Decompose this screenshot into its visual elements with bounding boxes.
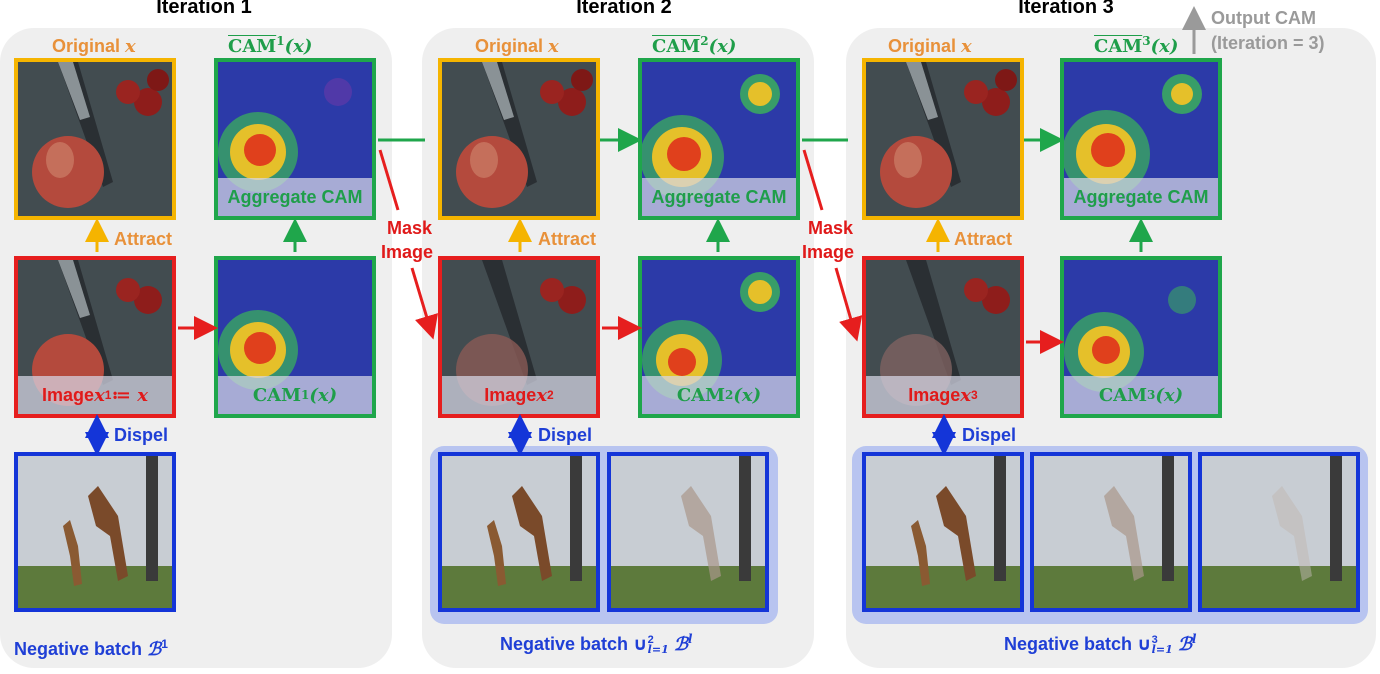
mask-image-label-2a: Mask (387, 218, 433, 238)
attract-label-3: Attract (954, 229, 1013, 249)
negative-image-3b (1030, 452, 1192, 612)
negative-image-3c (1198, 452, 1360, 612)
apple-knife-tomatoes-photo (442, 62, 596, 216)
dispel-label-1: Dispel (114, 425, 169, 445)
mask-image-label-2b: Image (381, 242, 434, 262)
mask-arrow-3-upper (802, 149, 824, 211)
output-cam-line2: (Iteration = 3) (1211, 33, 1325, 53)
giraffe-photo (442, 456, 596, 608)
original-image-3 (862, 58, 1024, 220)
giraffe-photo (1034, 456, 1188, 608)
mask-arrow-2-lower (410, 267, 439, 340)
giraffe-photo (611, 456, 765, 608)
iteration-2-title: Iteration 2 (576, 0, 672, 18)
original-x-label-2: Original x (475, 36, 559, 57)
aggregate-cam-band-3: Aggregate CAM (1064, 178, 1218, 216)
aggregate-cam-image-1: Aggregate CAM (214, 58, 376, 220)
giraffe-photo (18, 456, 172, 608)
apple-knife-tomatoes-photo (18, 62, 172, 216)
negative-image-1 (14, 452, 176, 612)
output-cam-line1: Output CAM (1211, 8, 1316, 28)
mask-arrow-3-lower (834, 267, 863, 342)
attract-label-2: Attract (538, 229, 597, 249)
dispel-label-3: Dispel (962, 425, 1017, 445)
agg-cam-label-3: CAM3(x) (1094, 34, 1179, 57)
agg-cam-label-1: CAM1(x) (228, 34, 313, 57)
giraffe-photo (1202, 456, 1356, 608)
original-image-1 (14, 58, 176, 220)
apple-knife-tomatoes-photo (866, 62, 1020, 216)
original-x-label-1: Original x (52, 36, 136, 57)
dispel-label-2: Dispel (538, 425, 593, 445)
aggregate-cam-band-1: Aggregate CAM (218, 178, 372, 216)
negative-image-2a (438, 452, 600, 612)
negative-image-2b (607, 452, 769, 612)
aggregate-cam-band-2: Aggregate CAM (642, 178, 796, 216)
iteration-3-title: Iteration 3 (1018, 0, 1114, 18)
iteration-1-title: Iteration 1 (156, 0, 252, 18)
negative-batch-label-1: Negative batch ℬ1 (14, 637, 168, 660)
aggregate-cam-image-2: Aggregate CAM (638, 58, 800, 220)
aggregate-cam-image-3: Aggregate CAM (1060, 58, 1222, 220)
giraffe-photo (866, 456, 1020, 608)
negative-image-3a (862, 452, 1024, 612)
mask-arrow-2-upper (378, 149, 400, 211)
mask-image-label-3b: Image (802, 242, 855, 262)
agg-cam-label-2: CAM2(x) (652, 34, 737, 57)
mask-image-label-3a: Mask (808, 218, 854, 238)
attract-label-1: Attract (114, 229, 173, 249)
original-x-label-3: Original x (888, 36, 972, 57)
